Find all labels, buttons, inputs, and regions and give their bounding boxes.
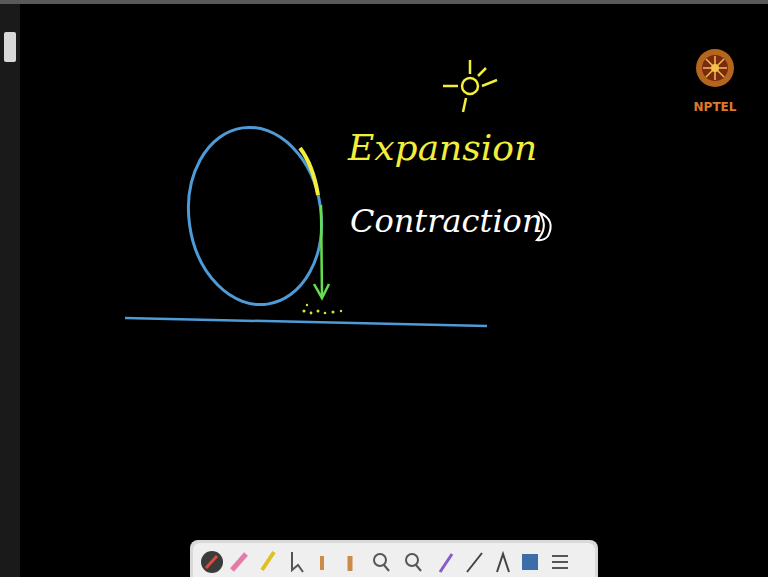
nptel-logo (696, 49, 734, 87)
boulder-outline (177, 119, 332, 314)
side-panel (0, 4, 20, 577)
panel-handle (4, 32, 16, 62)
arrow-head (314, 284, 329, 298)
toolbar (190, 540, 598, 577)
top-bar (0, 0, 768, 4)
falling-arrow (321, 205, 322, 296)
logo-text: NPTEL (694, 101, 737, 113)
ground-line (125, 318, 487, 326)
sun-symbol (443, 60, 497, 112)
process-label: Contraction (350, 205, 542, 237)
heated-surface (300, 148, 318, 195)
process-label: Expansion (348, 130, 537, 166)
rock-fragments (302, 304, 342, 315)
